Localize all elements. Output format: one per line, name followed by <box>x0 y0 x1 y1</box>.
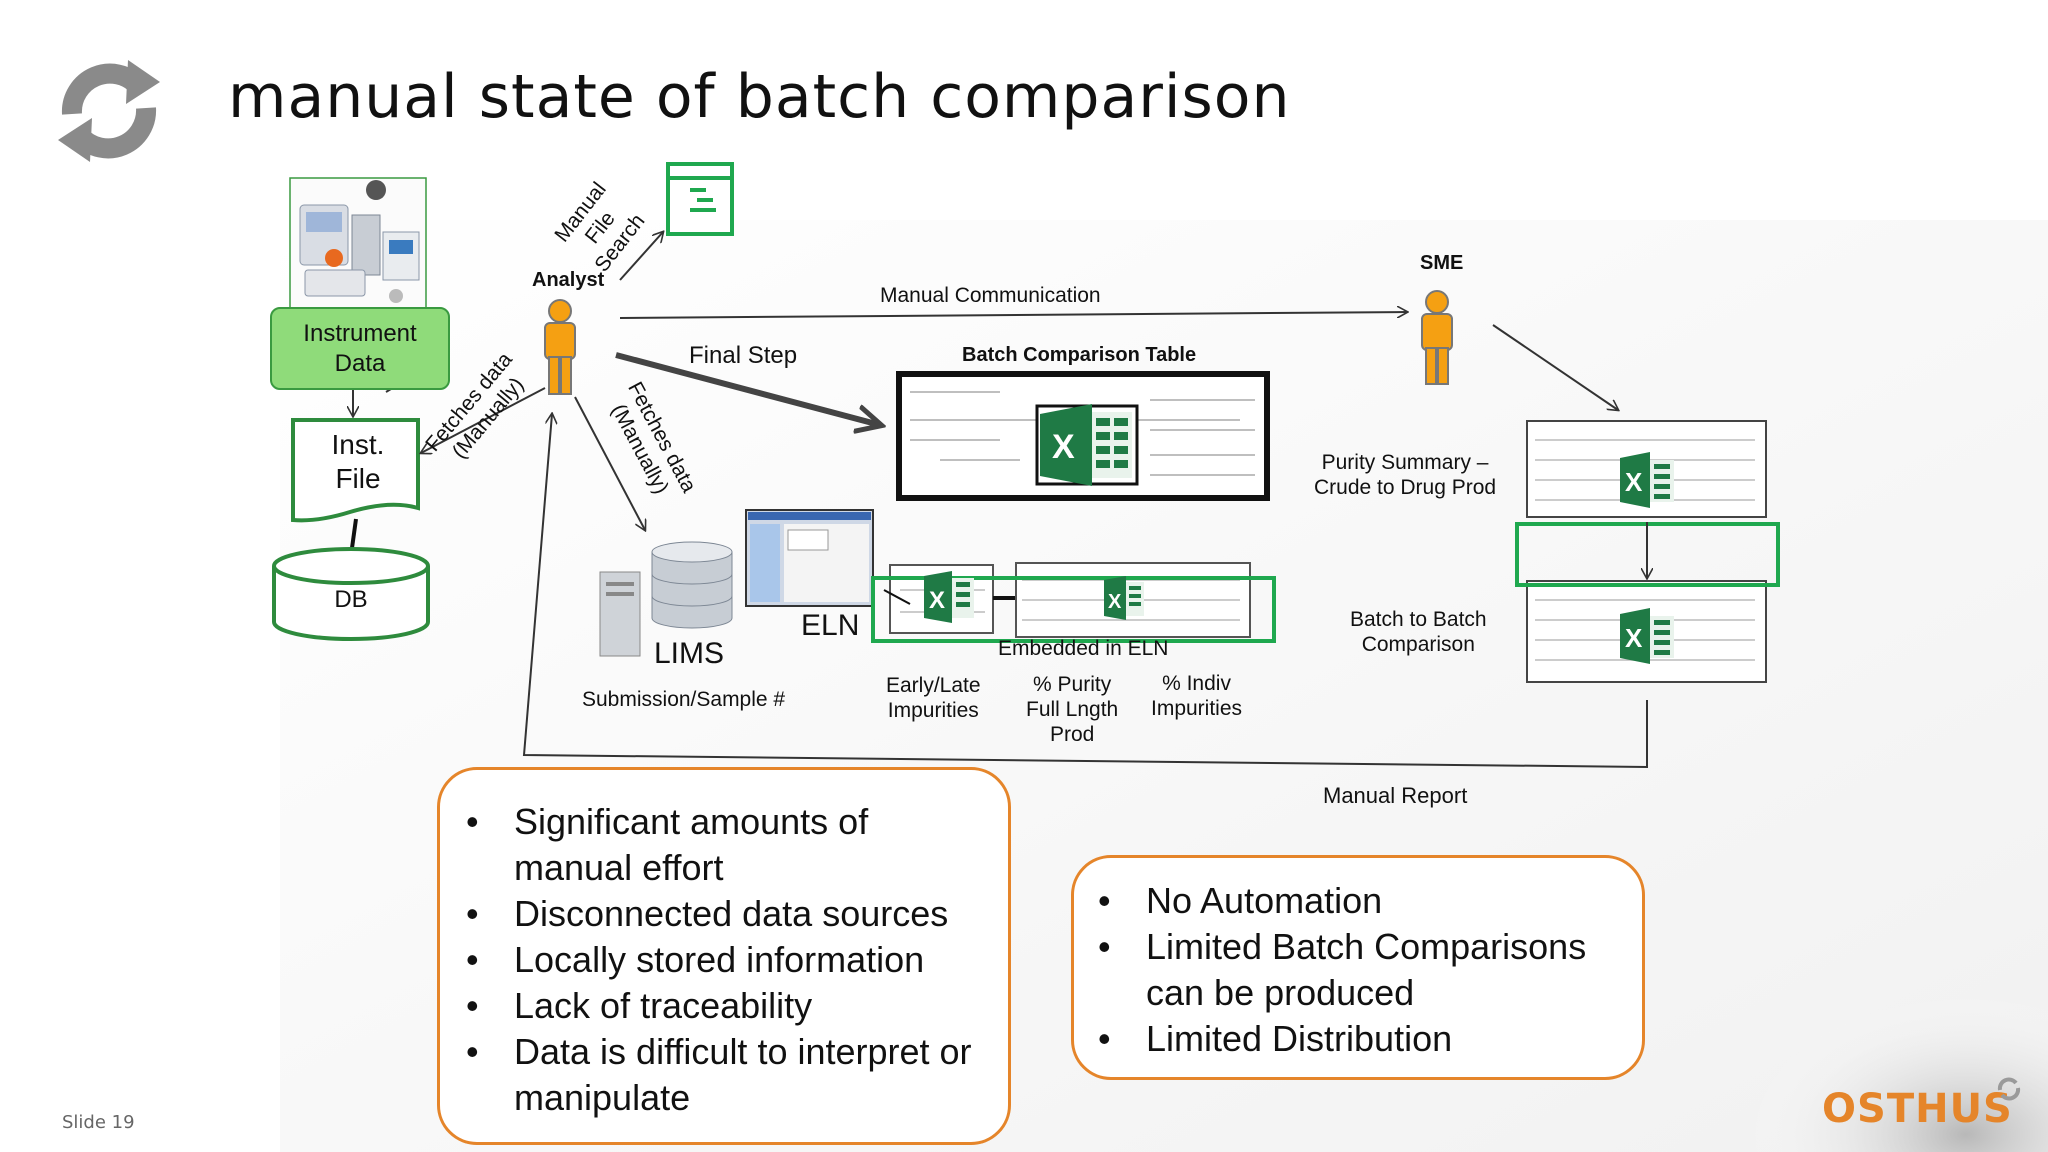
analyst-person-icon <box>544 299 576 395</box>
svg-text:X: X <box>1052 428 1075 466</box>
challenge-item: Lack of traceability <box>466 983 988 1029</box>
sme-label: SME <box>1420 252 1464 274</box>
limitation-item: Limited Batch Comparisons can be produce… <box>1098 924 1622 1016</box>
batch-to-batch-label: Batch to Batch Comparison <box>1350 608 1487 657</box>
purity-full-label: % Purity Full Lngth Prod <box>1026 673 1119 747</box>
brand-refresh-icon <box>1997 1077 2021 1101</box>
challenge-item: Locally stored information <box>466 937 988 983</box>
db-label: DB <box>334 586 368 613</box>
challenge-item: Data is difficult to interpret or manipu… <box>466 1029 988 1121</box>
slide-number: Slide 19 <box>62 1112 135 1133</box>
eln-label: ELN <box>801 609 860 642</box>
challenge-item: Disconnected data sources <box>466 891 988 937</box>
database-server-icon <box>599 541 733 657</box>
refresh-logo-icon <box>58 60 160 162</box>
manual-communication-label: Manual Communication <box>880 284 1101 307</box>
db-cylinder <box>272 547 430 641</box>
excel-icon: X <box>1035 404 1139 486</box>
eln-screenshot <box>745 509 874 607</box>
challenges-box: Significant amounts of manual effort Dis… <box>437 767 1011 1145</box>
svg-text:X: X <box>929 587 945 614</box>
svg-text:X: X <box>1625 467 1643 497</box>
lims-label: LIMS <box>654 637 725 670</box>
svg-text:X: X <box>1108 591 1122 613</box>
lab-instruments-image <box>289 177 427 309</box>
batch-comparison-table-label: Batch Comparison Table <box>962 344 1197 366</box>
embedded-in-eln-label: Embedded in ELN <box>998 637 1169 660</box>
brand-logo: OSTHUS <box>1822 1086 2013 1132</box>
submission-label: Submission/Sample # <box>582 688 786 711</box>
inst-file-label: Inst. File <box>331 429 385 494</box>
early-late-label: Early/Late Impurities <box>886 674 981 723</box>
sme-person-icon <box>1421 290 1453 385</box>
slide-title: manual state of batch comparison <box>228 62 1291 132</box>
excel-icon: X <box>924 571 974 623</box>
limitation-item: Limited Distribution <box>1098 1016 1622 1062</box>
purity-summary-label: Purity Summary – Crude to Drug Prod <box>1314 451 1497 500</box>
excel-icon: X <box>1620 452 1674 508</box>
excel-icon: X <box>1620 608 1674 664</box>
manual-report-label: Manual Report <box>1323 783 1468 808</box>
limitations-box: No Automation Limited Batch Comparisons … <box>1071 855 1645 1080</box>
instrument-data-box: Instrument Data <box>270 307 450 390</box>
excel-icon: X <box>1104 576 1144 620</box>
svg-text:X: X <box>1625 623 1643 653</box>
inst-file-shape <box>291 418 420 523</box>
final-step-label: Final Step <box>689 342 798 369</box>
indiv-impurities-label: % Indiv Impurities <box>1151 672 1243 721</box>
limitation-item: No Automation <box>1098 878 1622 924</box>
challenge-item: Significant amounts of manual effort <box>466 799 988 891</box>
analyst-label: Analyst <box>532 269 605 291</box>
document-icon <box>666 162 734 236</box>
